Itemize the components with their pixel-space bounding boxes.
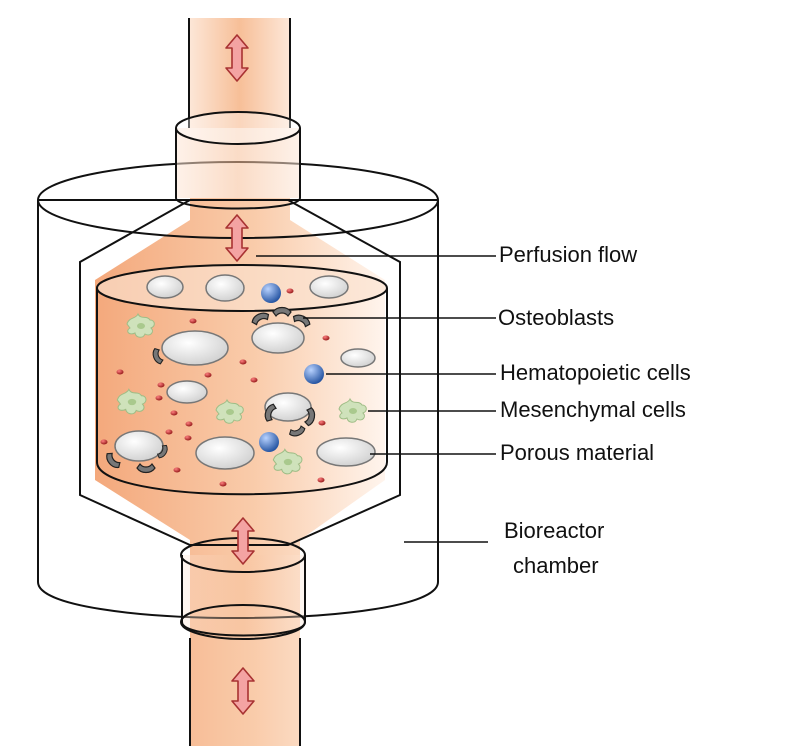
pore <box>114 430 164 462</box>
hematopoietic-cells <box>259 283 324 452</box>
red-particles <box>100 288 330 487</box>
pore <box>251 322 305 354</box>
outlet-pipe <box>189 638 301 746</box>
bottom-collar <box>180 537 306 640</box>
hematopoietic-cell <box>261 283 281 303</box>
label-bioreactor-line1: Bioreactor <box>504 518 604 543</box>
hematopoietic-cell <box>259 432 279 452</box>
label-hematopoietic-cells: Hematopoietic cells <box>500 360 691 385</box>
label-mesenchymal-cells: Mesenchymal cells <box>500 397 686 422</box>
pore <box>340 348 376 368</box>
pore <box>309 275 349 299</box>
label-osteoblasts: Osteoblasts <box>498 305 614 330</box>
top-collar <box>175 111 301 210</box>
pore <box>205 274 245 302</box>
pore <box>264 392 312 422</box>
pore <box>146 275 184 299</box>
label-porous-material: Porous material <box>500 440 654 465</box>
pore <box>195 436 255 470</box>
perfusion-flow-region <box>95 198 385 746</box>
leader-lines <box>256 255 496 543</box>
pores <box>114 274 376 470</box>
pore <box>161 330 229 366</box>
label-perfusion-flow: Perfusion flow <box>499 242 637 267</box>
pore <box>166 380 208 404</box>
pore <box>316 437 376 467</box>
hematopoietic-cell <box>304 364 324 384</box>
label-bioreactor-line2: chamber <box>513 553 599 578</box>
